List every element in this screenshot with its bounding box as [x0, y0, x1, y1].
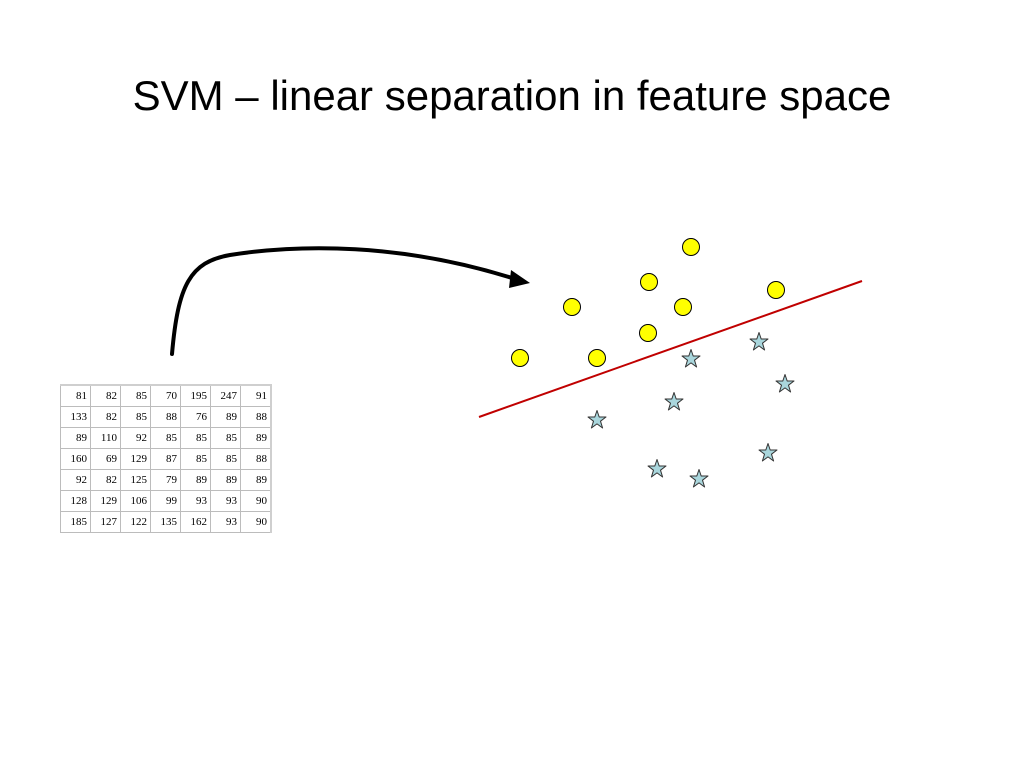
table-cell: 85 — [120, 406, 151, 428]
table-row: 160 69 129 87 85 85 88 — [60, 448, 272, 470]
table-cell: 79 — [150, 469, 181, 491]
circle-icon — [588, 349, 606, 367]
star-icon — [749, 332, 769, 351]
star-icon — [681, 349, 701, 368]
star-icon — [664, 392, 684, 411]
table-cell: 91 — [240, 384, 272, 407]
star-icon — [775, 374, 795, 393]
table-cell: 160 — [60, 448, 91, 470]
table-cell: 129 — [120, 448, 151, 470]
table-cell: 127 — [90, 511, 121, 533]
table-cell: 93 — [180, 490, 211, 512]
table-cell: 70 — [150, 384, 181, 407]
table-cell: 88 — [240, 406, 272, 428]
circle-icon — [767, 281, 785, 299]
class-a-points — [511, 238, 785, 367]
circle-icon — [639, 324, 657, 342]
table-cell: 99 — [150, 490, 181, 512]
table-cell: 82 — [90, 384, 121, 407]
class-b-points — [587, 332, 795, 488]
table-cell: 85 — [150, 427, 181, 449]
arrow-head-icon — [509, 270, 530, 288]
table-cell: 128 — [60, 490, 91, 512]
table-cell: 89 — [240, 427, 272, 449]
table-cell: 162 — [180, 511, 211, 533]
table-cell: 89 — [210, 406, 241, 428]
table-cell: 82 — [90, 406, 121, 428]
table-cell: 93 — [210, 490, 241, 512]
table-cell: 90 — [240, 511, 272, 533]
table-cell: 87 — [150, 448, 181, 470]
table-row: 128 129 106 99 93 93 90 — [60, 490, 272, 512]
table-cell: 89 — [210, 469, 241, 491]
circle-icon — [511, 349, 529, 367]
circle-icon — [563, 298, 581, 316]
table-row: 185 127 122 135 162 93 90 — [60, 511, 272, 533]
table-cell: 85 — [210, 448, 241, 470]
table-cell: 122 — [120, 511, 151, 533]
circle-icon — [682, 238, 700, 256]
table-cell: 195 — [180, 384, 211, 407]
table-cell: 89 — [240, 469, 272, 491]
table-cell: 93 — [210, 511, 241, 533]
table-row: 133 82 85 88 76 89 88 — [60, 406, 272, 428]
table-cell: 247 — [210, 384, 241, 407]
table-cell: 89 — [180, 469, 211, 491]
table-cell: 89 — [60, 427, 91, 449]
circle-icon — [640, 273, 658, 291]
table-cell: 81 — [60, 384, 91, 407]
table-cell: 185 — [60, 511, 91, 533]
table-cell: 85 — [120, 384, 151, 407]
mapping-arrow — [170, 246, 514, 356]
star-icon — [647, 459, 667, 478]
table-cell: 88 — [150, 406, 181, 428]
table-cell: 110 — [90, 427, 121, 449]
table-cell: 92 — [60, 469, 91, 491]
table-cell: 133 — [60, 406, 91, 428]
separating-hyperplane — [478, 280, 863, 418]
table-cell: 90 — [240, 490, 272, 512]
table-row: 81 82 85 70 195 247 91 — [60, 384, 272, 407]
star-icon — [758, 443, 778, 462]
table-row: 92 82 125 79 89 89 89 — [60, 469, 272, 491]
table-cell: 76 — [180, 406, 211, 428]
table-cell: 125 — [120, 469, 151, 491]
pixel-value-table: 81 82 85 70 195 247 91 133 82 85 88 76 8… — [60, 384, 272, 533]
slide-title: SVM – linear separation in feature space — [132, 72, 892, 119]
star-icon — [689, 469, 709, 488]
table-cell: 88 — [240, 448, 272, 470]
table-cell: 106 — [120, 490, 151, 512]
table-cell: 129 — [90, 490, 121, 512]
table-cell: 85 — [180, 427, 211, 449]
star-icon — [587, 410, 607, 429]
circle-icon — [674, 298, 692, 316]
table-cell: 92 — [120, 427, 151, 449]
table-cell: 69 — [90, 448, 121, 470]
table-cell: 135 — [150, 511, 181, 533]
table-cell: 85 — [210, 427, 241, 449]
table-cell: 82 — [90, 469, 121, 491]
table-row: 89 110 92 85 85 85 89 — [60, 427, 272, 449]
table-cell: 85 — [180, 448, 211, 470]
